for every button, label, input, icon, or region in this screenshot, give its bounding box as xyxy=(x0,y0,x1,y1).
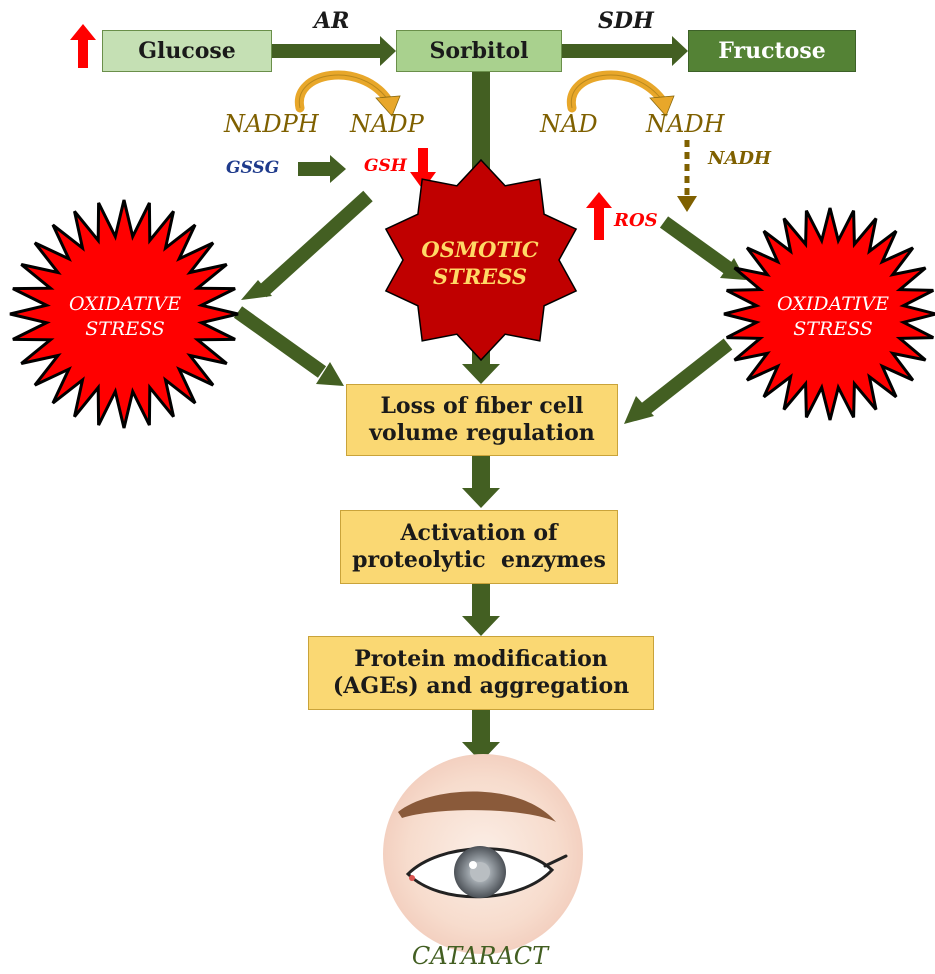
oxidative-stress-starburst-left xyxy=(9,199,239,429)
arrow-oxidative-left-to-loss xyxy=(233,306,344,386)
oxidative-stress-right-label: OXIDATIVE STRESS xyxy=(758,292,908,341)
eye-illustration xyxy=(383,754,583,954)
osmotic-stress-label: OSMOTIC STRESS xyxy=(400,236,560,291)
loss-volume-line1: Loss of fiber cell xyxy=(380,392,584,419)
arrow-gssg-to-gsh xyxy=(298,155,346,183)
osmotic-stress-octagon xyxy=(384,158,578,362)
oxidative-stress-starburst-right xyxy=(723,207,935,421)
curved-arrow-nadph-nadp xyxy=(294,70,393,113)
protein-line2: (AGEs) and aggregation xyxy=(332,673,630,699)
fructose-box: Fructose xyxy=(688,30,856,72)
gsh-label: GSH xyxy=(364,156,407,176)
arrow-loss-to-activation xyxy=(462,456,500,508)
sorbitol-box: Sorbitol xyxy=(396,30,562,72)
cofactor-nadph-label: NADPH xyxy=(224,110,319,138)
oxidative-left-line1: OXIDATIVE xyxy=(69,293,181,315)
curved-arrow-nad-nadh xyxy=(566,70,667,113)
loss-volume-line2: volume regulation xyxy=(369,420,595,446)
cofactor-nad-label: NAD xyxy=(540,110,598,138)
red-up-arrow-icon xyxy=(586,192,612,240)
red-up-arrow-icon xyxy=(70,24,96,68)
oxidative-stress-left-label: OXIDATIVE STRESS xyxy=(50,292,200,341)
protein-line1: Protein modification xyxy=(354,645,608,672)
arrow-glucose-to-sorbitol xyxy=(272,36,396,66)
cofactor-nadh-label: NADH xyxy=(646,110,725,138)
oxidative-left-line2: STRESS xyxy=(85,317,165,340)
arrow-gsh-to-oxidative-left xyxy=(241,190,373,300)
activation-line1: Activation of xyxy=(400,519,558,546)
cofactor-nadh-small-label: NADH xyxy=(708,148,772,169)
arrow-activation-to-protein xyxy=(462,584,500,636)
activation-proteolytic-box: Activation of proteolytic enzymes xyxy=(340,510,618,584)
arrow-sorbitol-to-fructose xyxy=(562,36,688,66)
arrow-protein-to-cataract xyxy=(462,710,500,762)
protein-modification-box: Protein modification (AGEs) and aggregat… xyxy=(308,636,654,710)
osmotic-line2: STRESS xyxy=(432,264,528,290)
enzyme-ar-label: AR xyxy=(314,8,350,34)
cataract-label: CATARACT xyxy=(411,942,549,970)
cofactor-nadp-label: NADP xyxy=(350,110,424,138)
loss-volume-regulation-box: Loss of fiber cell volume regulation xyxy=(346,384,618,456)
arrow-sorbitol-to-osmotic xyxy=(462,72,500,198)
osmotic-line1: OSMOTIC xyxy=(421,237,539,262)
activation-line2: proteolytic enzymes xyxy=(352,547,606,573)
gssg-label: GSSG xyxy=(226,158,280,178)
oxidative-right-line1: OXIDATIVE xyxy=(777,293,889,315)
arrow-ros-to-oxidative-right xyxy=(659,216,746,280)
ros-label: ROS xyxy=(614,210,658,231)
glucose-box: Glucose xyxy=(102,30,272,72)
red-down-arrow-icon xyxy=(410,148,436,190)
enzyme-sdh-label: SDH xyxy=(598,8,654,34)
oxidative-right-line2: STRESS xyxy=(793,317,873,340)
arrow-oxidative-right-to-loss xyxy=(624,338,733,424)
